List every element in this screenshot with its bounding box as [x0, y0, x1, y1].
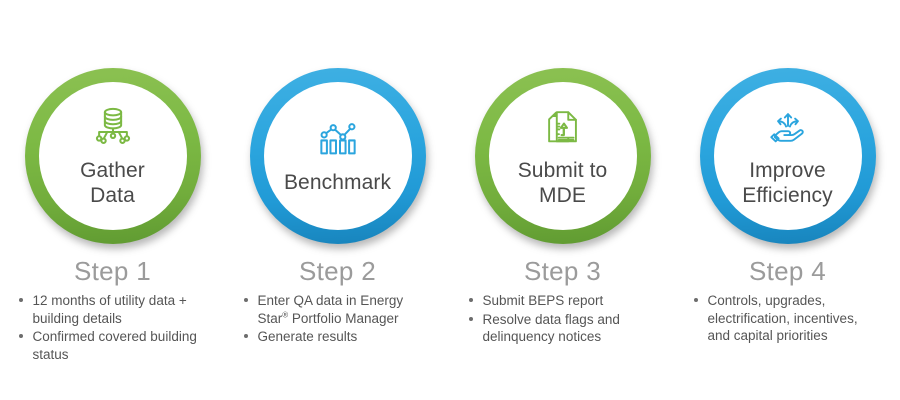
- list-item: Resolve data flags and delinquency notic…: [468, 311, 658, 346]
- step-circle-label-3: Submit to MDE: [517, 158, 608, 207]
- bullet-dot-icon: [468, 316, 473, 321]
- list-item: Generate results: [243, 328, 433, 346]
- list-item: Enter QA data in Energy Star® Portfolio …: [243, 292, 433, 327]
- bar-line-chart-icon: [315, 117, 361, 161]
- bullet-text: Resolve data flags and delinquency notic…: [482, 311, 620, 345]
- bullet-dot-icon: [243, 298, 248, 302]
- bullet-dot-icon: [243, 334, 248, 338]
- step-circle-2[interactable]: Benchmark: [249, 68, 426, 244]
- step-circle-3[interactable]: Submit to MDE: [474, 68, 651, 244]
- step-title-3: Step 3: [524, 256, 601, 286]
- step-card-3: Submit to MDE Step 3 Submit BEPS report …: [450, 0, 675, 400]
- step-circle-inner-2: Benchmark: [263, 82, 412, 230]
- step-bullets-2: Enter QA data in Energy Star® Portfolio …: [225, 292, 450, 347]
- bullet-text: Controls, upgrades, electrification, inc…: [707, 293, 858, 343]
- step-title-2: Step 2: [299, 256, 376, 286]
- bullet-text: Enter QA data in Energy Star® Portfolio …: [257, 293, 404, 326]
- list-item: Controls, upgrades, electrification, inc…: [693, 292, 883, 345]
- step-bullets-3: Submit BEPS report Resolve data flags an…: [450, 292, 675, 347]
- step-circle-4[interactable]: Improve Efficiency: [699, 68, 876, 244]
- bullet-dot-icon: [18, 334, 23, 338]
- step-card-2: Benchmark Step 2 Enter QA data in Energy…: [225, 0, 450, 400]
- step-circle-label-4: Improve Efficiency: [742, 158, 833, 207]
- step-circle-inner-4: Improve Efficiency: [713, 82, 862, 230]
- step-circle-1[interactable]: Gather Data: [24, 68, 201, 244]
- step-circle-label-1: Gather Data: [80, 158, 145, 207]
- step-title-1: Step 1: [74, 256, 151, 286]
- step-circle-label-2: Benchmark: [283, 171, 392, 194]
- step-circle-inner-3: Submit to MDE: [488, 82, 637, 230]
- step-bullets-1: 12 months of utility data + building det…: [0, 292, 225, 364]
- bullet-text: Submit BEPS report: [482, 293, 604, 308]
- bullet-dot-icon: [18, 298, 23, 302]
- bullet-dot-icon: [468, 298, 473, 302]
- list-item: Confirmed covered building status: [18, 328, 208, 363]
- database-network-icon: [90, 105, 136, 149]
- step-card-4: Improve Efficiency Step 4 Controls, upgr…: [675, 0, 900, 400]
- step-bullets-4: Controls, upgrades, electrification, inc…: [675, 292, 900, 346]
- list-item: Submit BEPS report: [468, 292, 658, 310]
- bullet-text: Confirmed covered building status: [32, 329, 197, 362]
- step-title-4: Step 4: [749, 256, 826, 286]
- step-circle-inner-1: Gather Data: [38, 82, 187, 230]
- document-upload-icon: [540, 105, 586, 149]
- list-item: 12 months of utility data + building det…: [18, 292, 208, 327]
- bullet-text: Generate results: [257, 329, 358, 344]
- bullet-dot-icon: [693, 298, 698, 302]
- hand-arrows-icon: [765, 105, 811, 149]
- step-card-1: Gather Data Step 1 12 months of utility …: [0, 0, 225, 400]
- bullet-text: 12 months of utility data + building det…: [32, 293, 187, 326]
